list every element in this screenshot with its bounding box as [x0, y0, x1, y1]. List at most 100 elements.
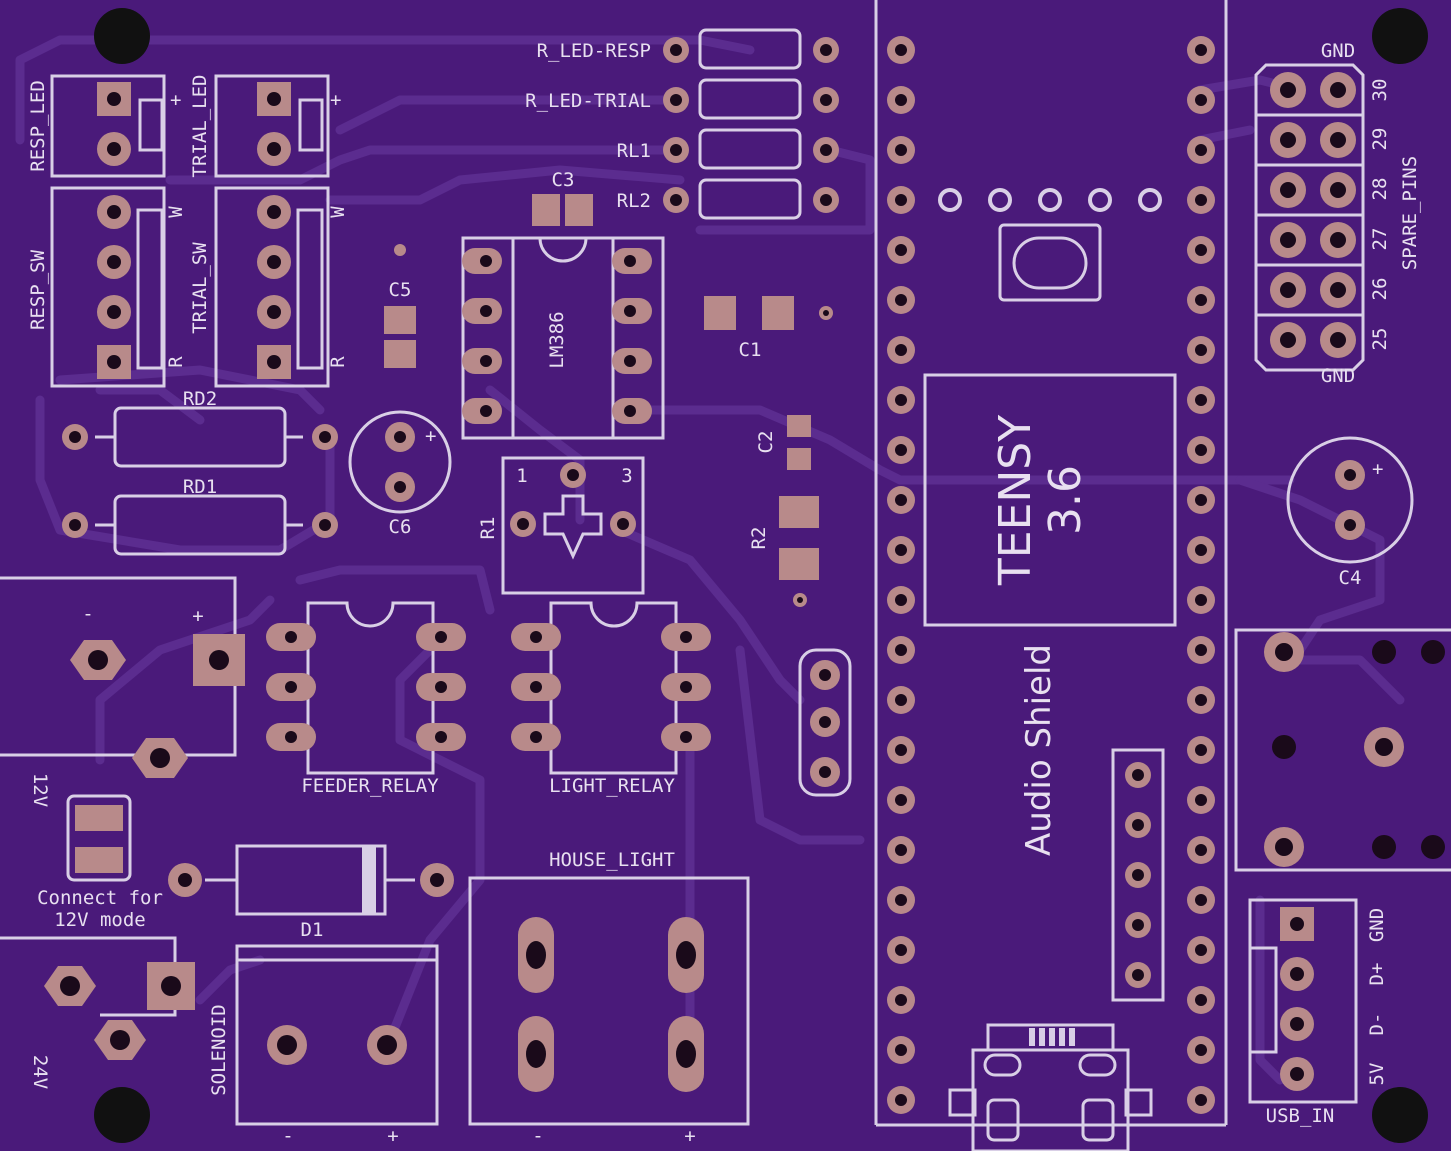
spare-pin-right-drill: [1330, 132, 1346, 148]
label-feeder-relay: FEEDER_RELAY: [301, 775, 439, 797]
spare-pin-right-drill: [1330, 232, 1346, 248]
spare-pins-header: [1254, 63, 1365, 372]
teensy-left-pin-drill: [895, 994, 907, 1006]
teensy-right-pin-drill: [1195, 994, 1207, 1006]
label-12v-minus: -: [82, 603, 93, 625]
dc-jack-24v: [0, 936, 195, 1060]
trial-sw-connector: [214, 186, 330, 388]
teensy-left-pin-drill: [895, 644, 907, 656]
label-12v-plus: +: [192, 605, 203, 627]
label-rd2: RD2: [183, 388, 217, 410]
label-resp-sw-w: W: [165, 206, 187, 218]
label-resp-led: RESP_LED: [27, 80, 49, 172]
spare-pin-30: 30: [1369, 79, 1391, 102]
house-light-terminal: [468, 876, 750, 1126]
teensy-right-pin-drill: [1195, 94, 1207, 106]
teensy-left-pin-drill: [895, 244, 907, 256]
label-rl1: RL1: [617, 140, 651, 162]
label-house-light: HOUSE_LIGHT: [549, 849, 675, 871]
spare-pin-right-drill: [1330, 182, 1346, 198]
label-resp-sw-r: R: [165, 356, 187, 368]
label-trial-sw-r: R: [327, 356, 349, 368]
label-resp-led-plus: +: [170, 89, 181, 111]
teensy-right-pin-drill: [1195, 544, 1207, 556]
teensy-left-pin-drill: [895, 344, 907, 356]
label-c4: C4: [1339, 567, 1362, 589]
cap-c4: [1286, 436, 1414, 564]
usb-in-pin-labels: 5V D- D+ GND: [1366, 908, 1388, 1086]
usb-pin-5v: 5V: [1366, 1063, 1388, 1086]
spare-pin-left-drill: [1280, 232, 1296, 248]
spare-pin-left-drill: [1280, 182, 1296, 198]
label-trial-sw: TRIAL_SW: [189, 242, 211, 334]
spare-pin-right-drill: [1330, 82, 1346, 98]
usb-in-header: [1248, 898, 1358, 1104]
teensy-left-pin-drill: [895, 944, 907, 956]
label-teensy-version: 3.6: [1040, 465, 1091, 535]
label-rd1: RD1: [183, 476, 217, 498]
label-24v: 24V: [29, 1055, 51, 1089]
spare-pin-29: 29: [1369, 128, 1391, 151]
teensy-right-pin-drill: [1195, 294, 1207, 306]
cap-c2-res-r2: [779, 415, 819, 607]
label-resp-sw: RESP_SW: [27, 249, 49, 330]
label-lm386: LM386: [546, 311, 568, 368]
label-teensy: TEENSY: [990, 415, 1041, 586]
label-c3: C3: [552, 169, 575, 191]
lm386-chip: [461, 236, 665, 440]
cap-c6: [348, 410, 452, 514]
teensy-right-pin-drill: [1195, 194, 1207, 206]
label-c1: C1: [739, 339, 762, 361]
spare-pin-28: 28: [1369, 178, 1391, 201]
potentiometer-r1: [501, 456, 645, 595]
teensy-left-pin-drill: [895, 794, 907, 806]
right-audio-jack: [1234, 628, 1451, 872]
top-resistors: [663, 28, 839, 220]
spare-pin-left-drill: [1280, 332, 1296, 348]
label-solenoid: SOLENOID: [208, 1004, 230, 1096]
label-connect-line1: Connect for: [37, 887, 163, 909]
rd-resistors: [62, 406, 338, 556]
jumper-12v-mode: [66, 794, 132, 882]
teensy-right-pin-drill: [1195, 694, 1207, 706]
teensy-left-pin-drill: [895, 544, 907, 556]
usb-pin-dminus: D-: [1366, 1013, 1388, 1036]
label-solenoid-plus: +: [387, 1125, 398, 1147]
label-c6-plus: +: [425, 425, 436, 447]
teensy-right-pin-drill: [1195, 794, 1207, 806]
teensy-right-pin-drill: [1195, 344, 1207, 356]
label-r2: R2: [748, 527, 770, 550]
teensy-right-pin-drill: [1195, 1094, 1207, 1106]
label-c5: C5: [389, 279, 412, 301]
label-12v: 12V: [29, 773, 51, 807]
teensy-right-pin-drill: [1195, 594, 1207, 606]
solenoid-terminal: [235, 944, 439, 1126]
three-pin-header: [798, 648, 852, 797]
teensy-board: [874, 0, 1228, 1127]
label-gnd-top: GND: [1321, 40, 1355, 62]
spare-pin-26: 26: [1369, 278, 1391, 301]
label-house-light-minus: -: [532, 1125, 543, 1147]
teensy-left-pin-drill: [895, 494, 907, 506]
label-gnd-bottom: GND: [1321, 365, 1355, 387]
label-r1: R1: [477, 517, 499, 540]
label-usb-in: USB_IN: [1266, 1105, 1335, 1127]
label-pot-1: 1: [516, 465, 527, 487]
teensy-right-pin-drill: [1195, 944, 1207, 956]
teensy-left-pin-drill: [895, 744, 907, 756]
teensy-left-pin-drill: [895, 94, 907, 106]
teensy-left-pin-drill: [895, 444, 907, 456]
label-light-relay: LIGHT_RELAY: [549, 775, 675, 797]
usb-micro-connector: [948, 1023, 1153, 1151]
label-trial-sw-w: W: [327, 206, 349, 218]
label-solenoid-minus: -: [282, 1125, 293, 1147]
audio-shield-header: [1111, 748, 1165, 1002]
teensy-left-pin-drill: [895, 294, 907, 306]
teensy-left-pin-drill: [895, 394, 907, 406]
label-c2: C2: [755, 431, 777, 454]
teensy-left-pin-drill: [895, 1094, 907, 1106]
teensy-right-pin-drill: [1195, 394, 1207, 406]
spare-pin-numbers: 30 29 28 27 26 25: [1369, 79, 1391, 351]
spare-pin-right-drill: [1330, 332, 1346, 348]
